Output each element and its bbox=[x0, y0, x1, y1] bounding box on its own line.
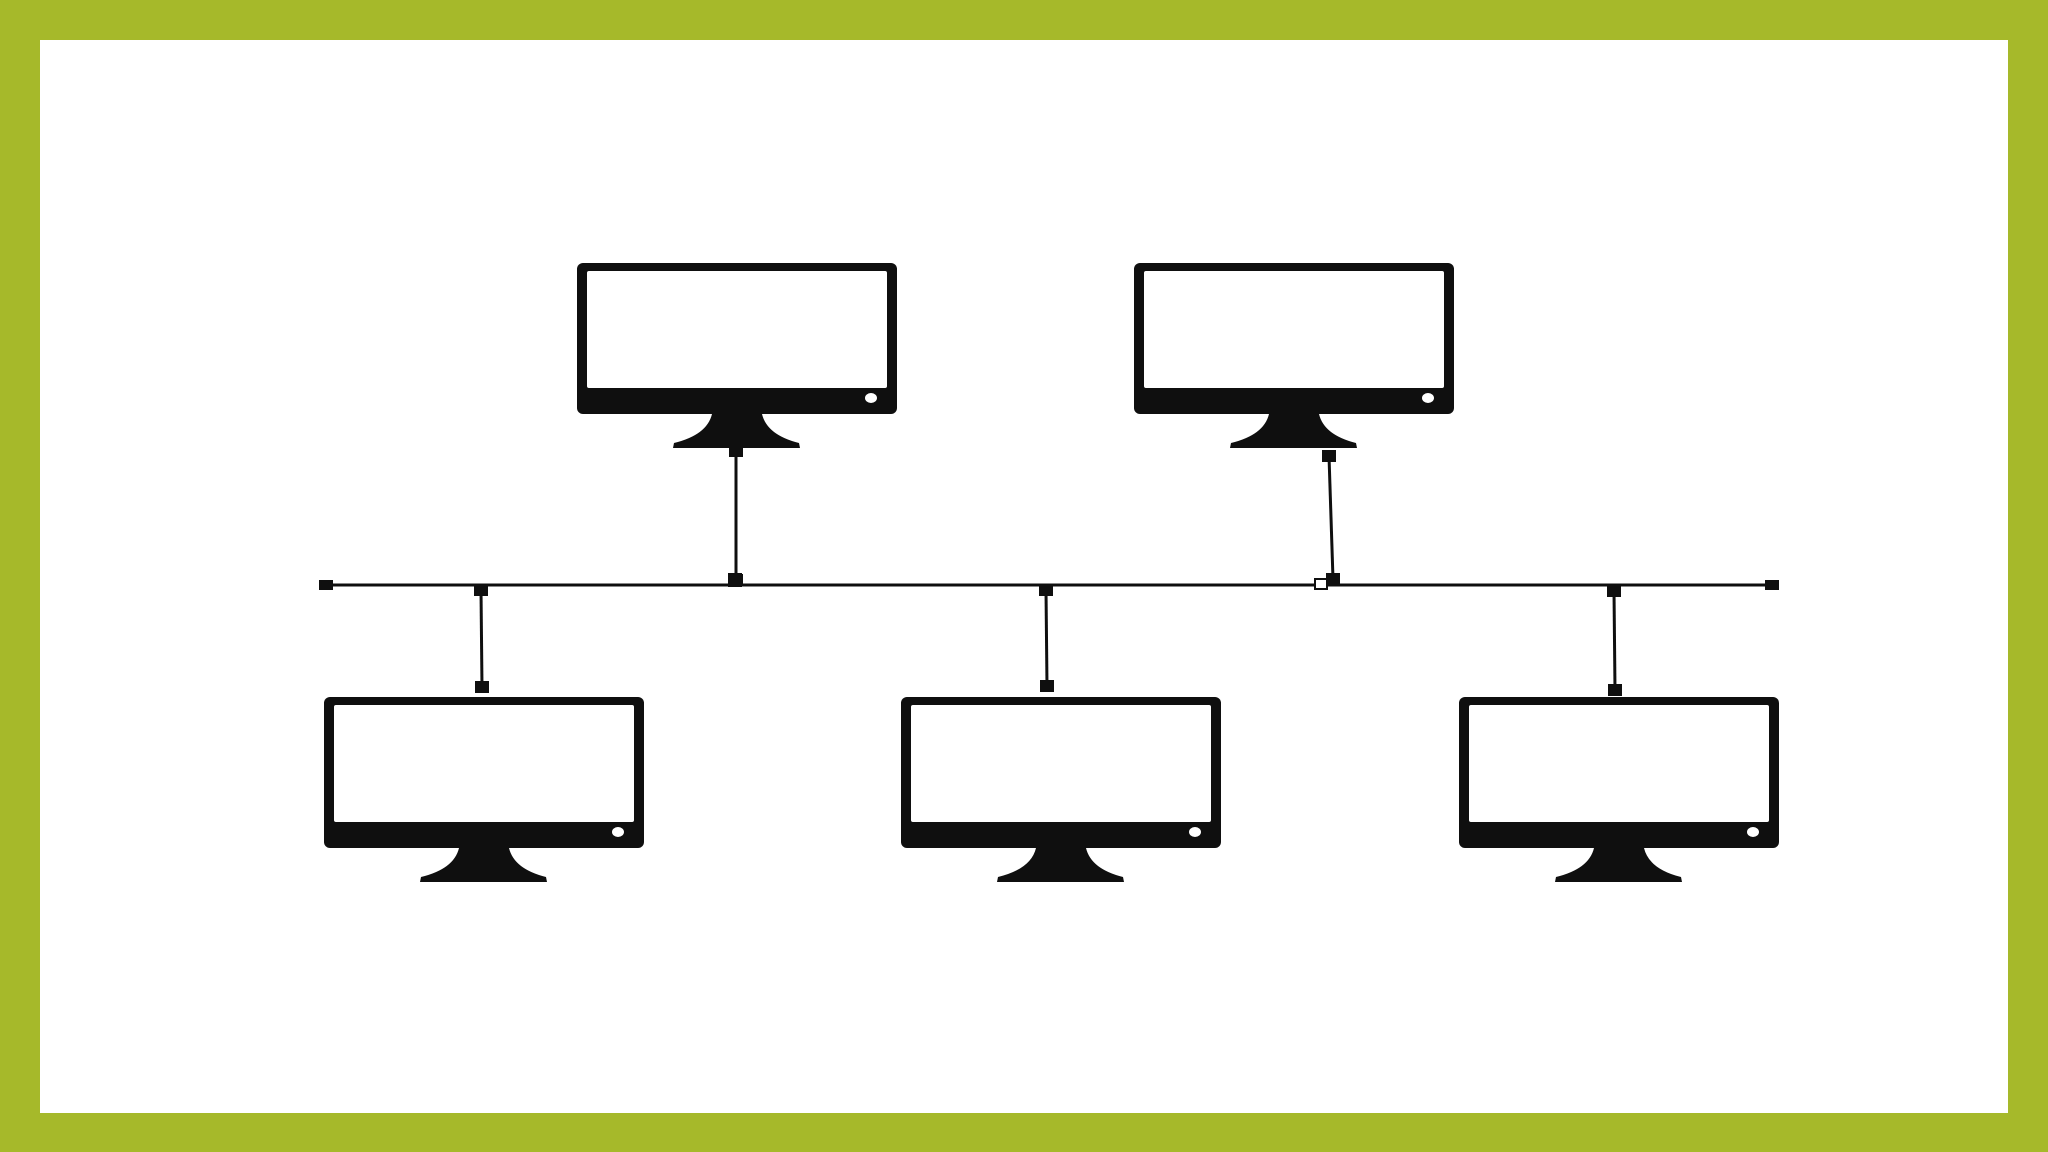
computer-layer bbox=[324, 263, 1779, 882]
computer-monitor-icon bbox=[1459, 697, 1779, 882]
computer-monitor-icon bbox=[901, 697, 1221, 882]
monitor-stand bbox=[997, 848, 1124, 882]
monitor-stand bbox=[420, 848, 547, 882]
monitor-stand bbox=[673, 414, 800, 448]
power-led bbox=[1747, 827, 1759, 837]
monitor-screen bbox=[334, 705, 634, 822]
drop-cable bbox=[1044, 589, 1049, 687]
computer-monitor-icon bbox=[1134, 263, 1454, 448]
computer-monitor-icon bbox=[577, 263, 897, 448]
cable-connector bbox=[475, 681, 489, 693]
power-led bbox=[1422, 393, 1434, 403]
bus-tap bbox=[1314, 578, 1328, 590]
monitor-screen bbox=[911, 705, 1211, 822]
cable-connector bbox=[1322, 450, 1336, 462]
power-led bbox=[612, 827, 624, 837]
cable-connector bbox=[1326, 573, 1340, 585]
monitor-stand bbox=[1230, 414, 1357, 448]
cable-connector bbox=[1607, 585, 1621, 597]
monitor-stand bbox=[1555, 848, 1682, 882]
cable-connector bbox=[1040, 680, 1054, 692]
cable-connector bbox=[474, 584, 488, 596]
power-led bbox=[1189, 827, 1201, 837]
cable-connector bbox=[1039, 584, 1053, 596]
monitor-screen bbox=[1144, 271, 1444, 388]
power-led bbox=[865, 393, 877, 403]
monitor-screen bbox=[587, 271, 887, 388]
cable-connector bbox=[729, 574, 743, 586]
bus-terminator bbox=[319, 580, 333, 590]
monitor-screen bbox=[1469, 705, 1769, 822]
cable-connector bbox=[1608, 684, 1622, 696]
drop-cable bbox=[1612, 590, 1617, 691]
computer-monitor-icon bbox=[324, 697, 644, 882]
drop-cable bbox=[1327, 455, 1335, 580]
drop-cable-layer bbox=[474, 445, 1622, 696]
drop-cable bbox=[479, 589, 484, 688]
bus-terminator bbox=[1765, 580, 1779, 590]
